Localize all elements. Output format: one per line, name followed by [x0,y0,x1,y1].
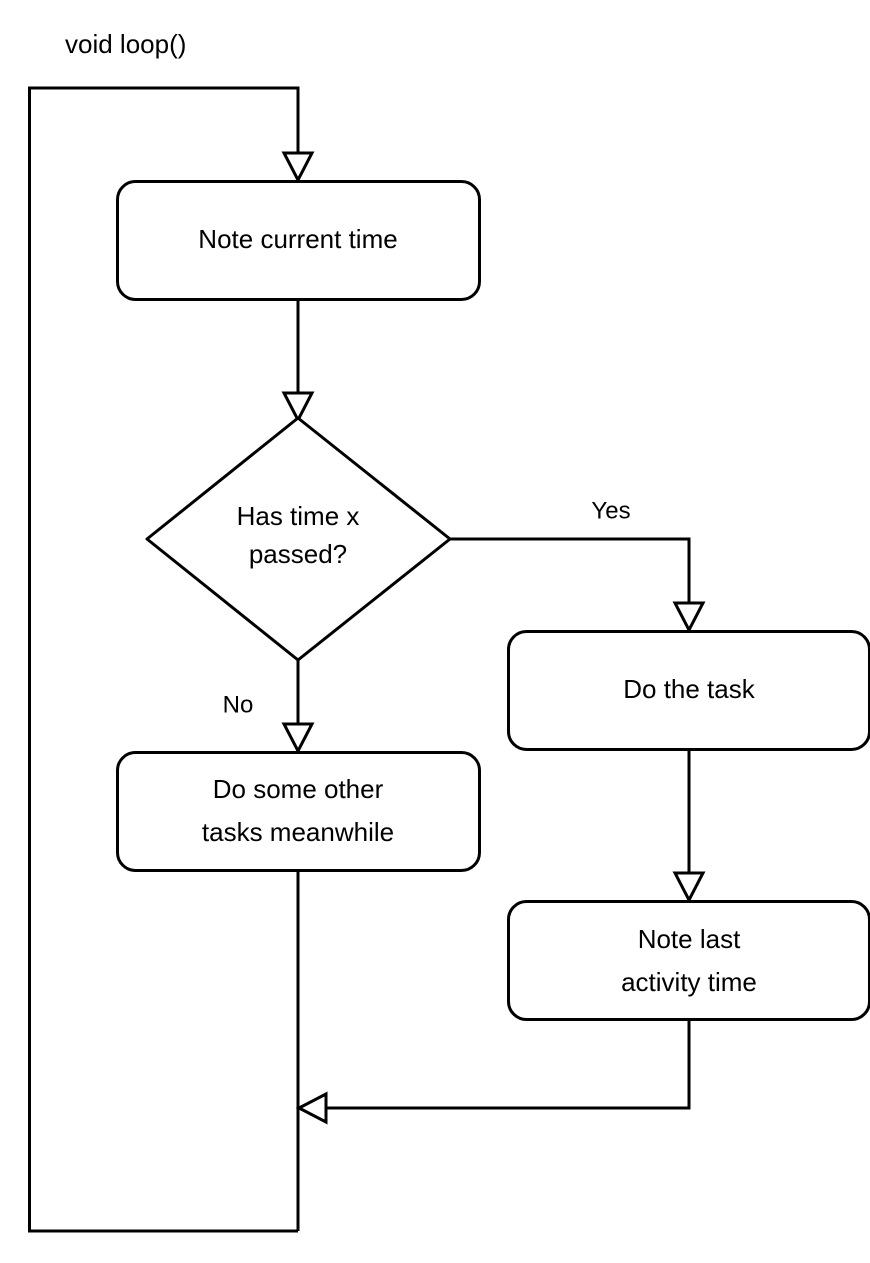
arrowhead-into-note-last-activity [672,871,706,904]
edge-loop-back [28,86,300,1233]
node-note-last-activity-time-label-line1: Note last [638,924,741,954]
node-do-some-other-tasks-meanwhile-label-line1: Do some other [213,774,384,804]
node-do-the-task[interactable]: Do the task [507,630,870,751]
node-note-last-activity-time-shape[interactable] [507,900,870,1021]
node-note-last-activity-time-label-line2: activity time [621,967,757,997]
arrowhead-into-loop-merge [295,1091,328,1125]
edge-label-yes: Yes [591,497,630,524]
node-note-last-activity-time[interactable]: Note last activity time [507,900,870,1021]
node-has-time-x-passed-label-line2: passed? [249,539,347,569]
node-has-time-x-passed-label-line1: Has time x [237,501,360,531]
node-do-some-other-tasks-meanwhile[interactable]: Do some other tasks meanwhile [116,751,481,872]
arrowhead-into-note-current-time [281,151,315,184]
node-note-current-time[interactable]: Note current time [116,180,481,301]
node-has-time-x-passed-shape[interactable] [145,416,452,662]
edge-decision-yes [450,537,691,605]
edge-note-last-to-merge [324,1020,691,1110]
node-note-current-time-label: Note current time [198,224,397,254]
node-note-current-time-shape[interactable] [116,180,481,301]
node-do-the-task-label: Do the task [623,674,756,704]
node-do-some-other-tasks-meanwhile-label-line2: tasks meanwhile [202,817,394,847]
node-do-some-other-tasks-meanwhile-shape[interactable] [116,751,481,872]
arrowhead-into-other-tasks [281,722,315,755]
arrowhead-into-decision [281,391,315,424]
edge-label-no: No [223,691,254,718]
diagram-title: void loop() [65,29,186,59]
node-has-time-x-passed[interactable]: Has time x passed? [145,416,452,662]
arrowhead-into-do-the-task [672,601,706,634]
